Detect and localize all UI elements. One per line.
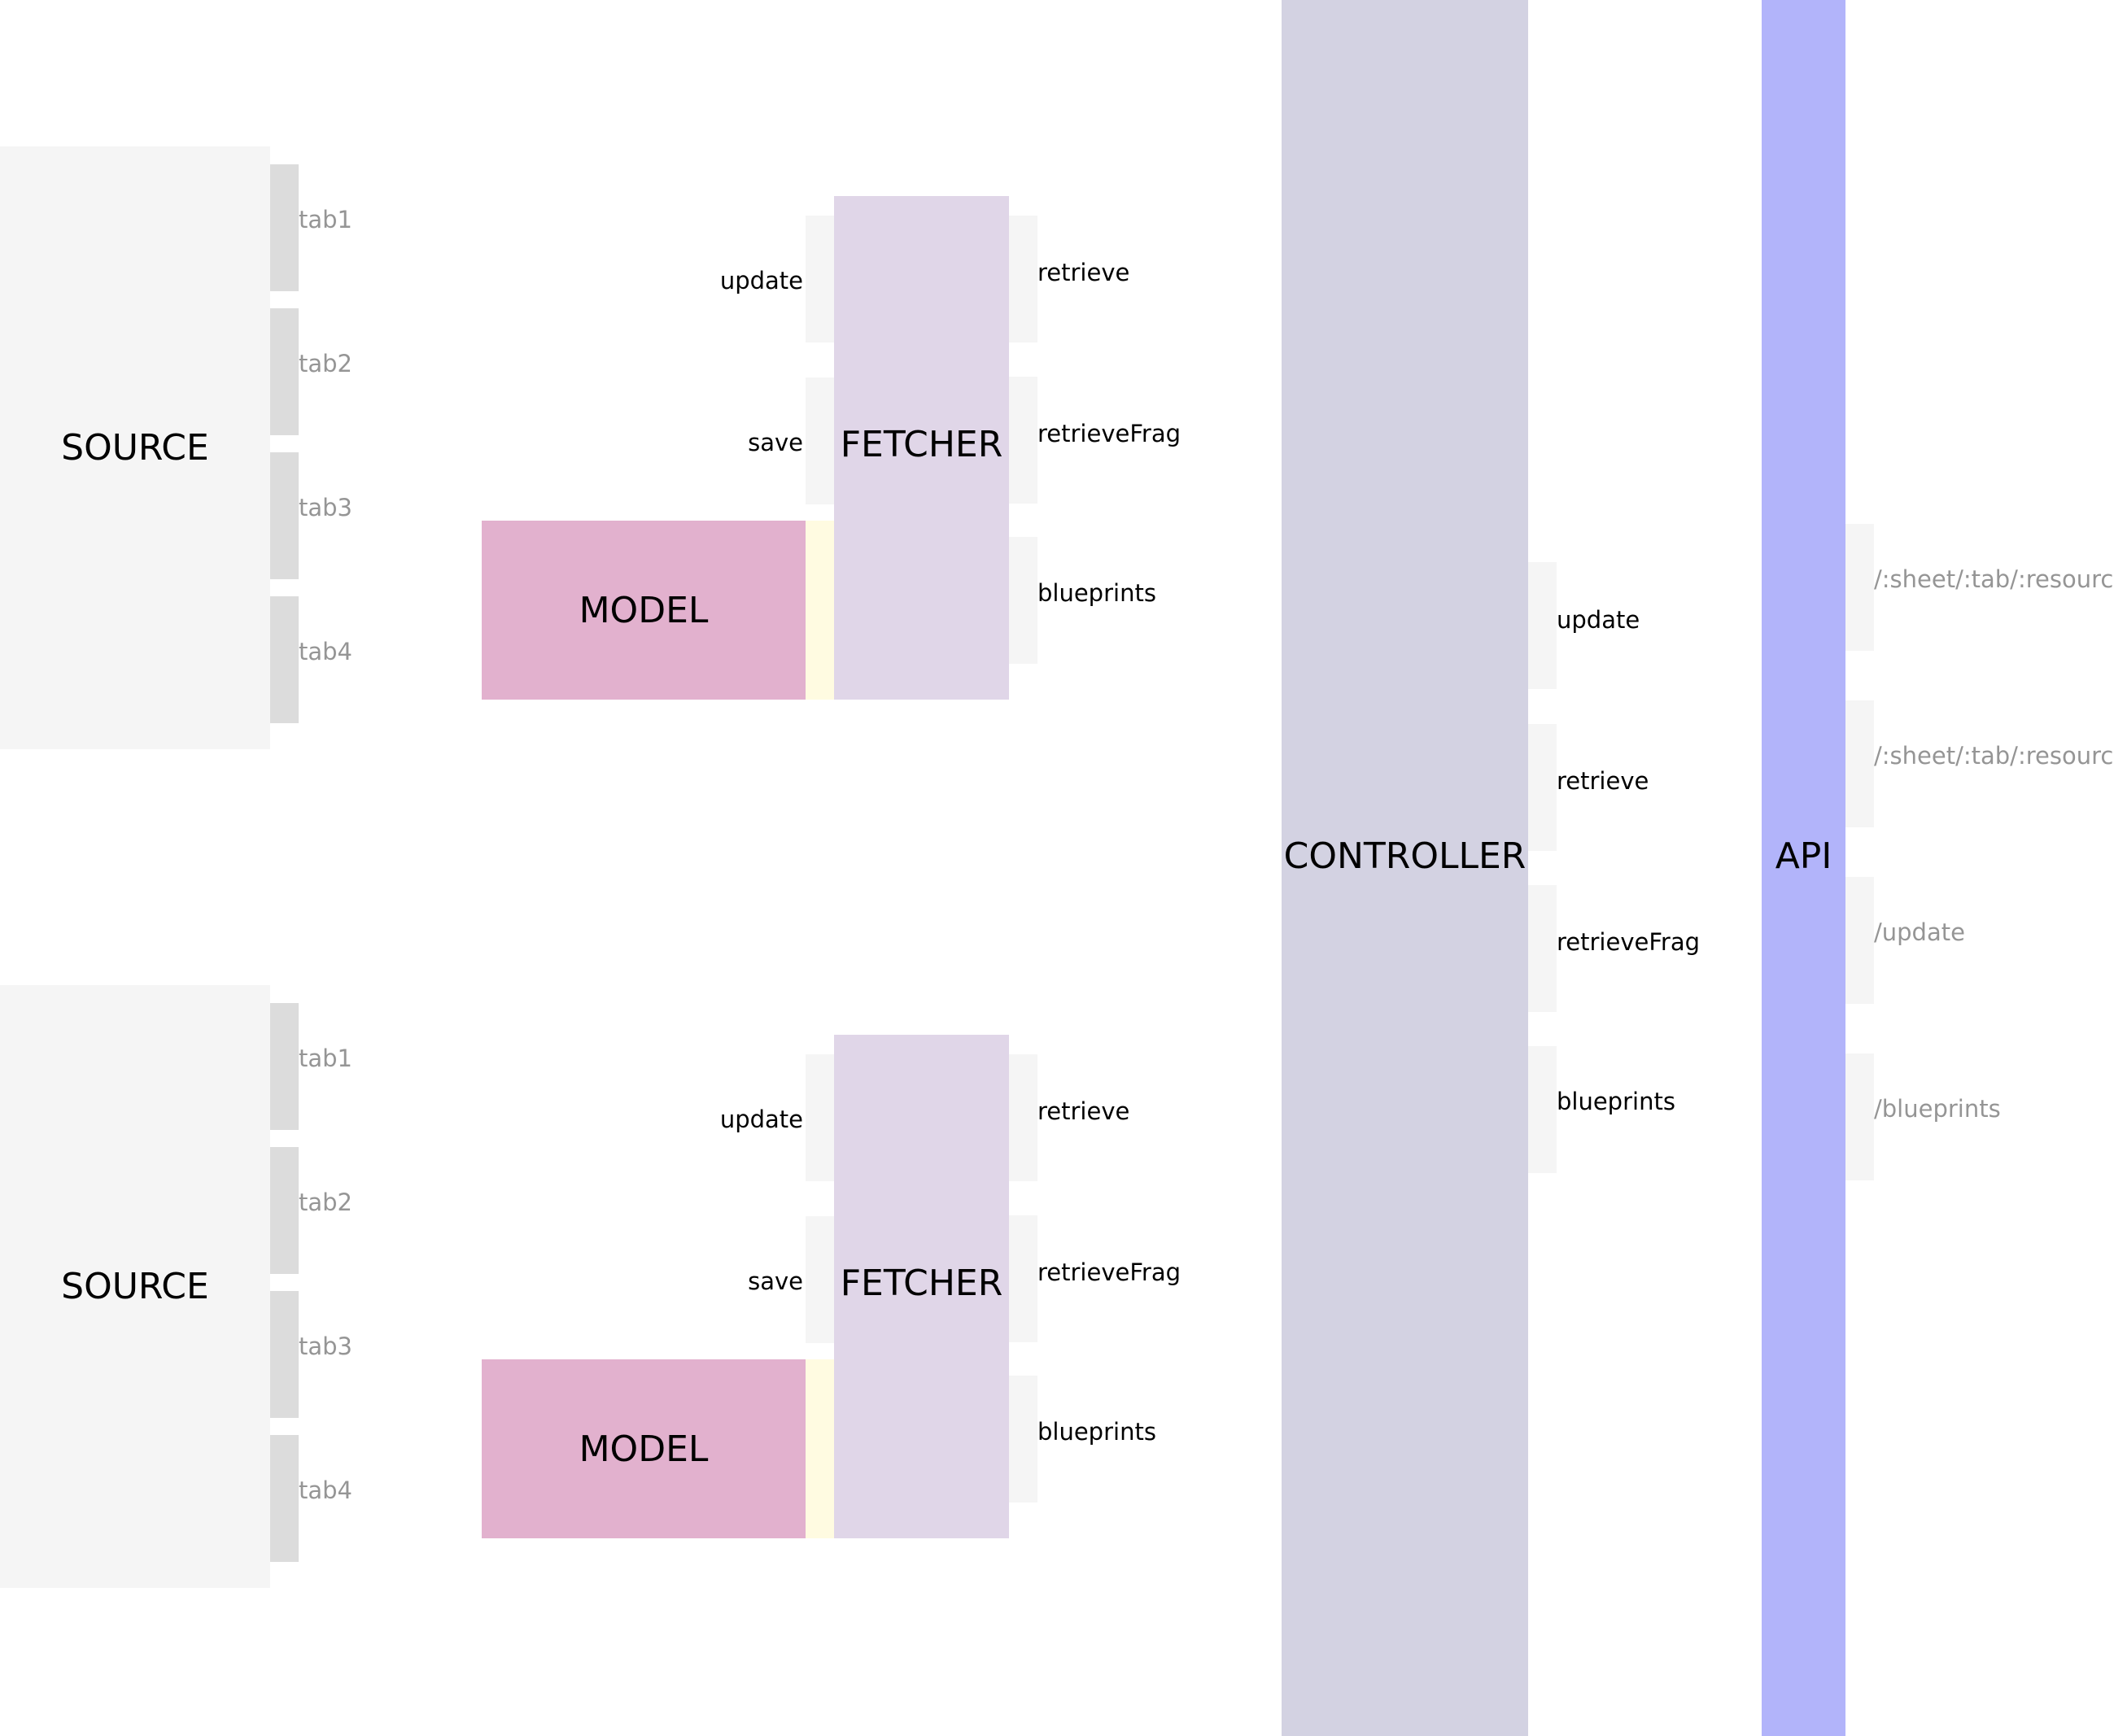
controller-output-label: update bbox=[1557, 606, 1640, 634]
fetcher-output-port bbox=[1009, 1215, 1037, 1342]
fetcher-output-port bbox=[1009, 377, 1037, 504]
tab-port bbox=[270, 1147, 299, 1274]
fetcher-output-port bbox=[1009, 537, 1037, 664]
fetcher-output-label: retrieveFrag bbox=[1037, 420, 1181, 447]
tab-port bbox=[270, 308, 299, 435]
fetcher-input-port bbox=[806, 1054, 834, 1181]
model-connector bbox=[806, 521, 834, 700]
tab-port bbox=[270, 452, 299, 579]
api-route-label: /:sheet/:tab/:resource bbox=[1874, 742, 2114, 770]
model-label: MODEL bbox=[579, 1428, 709, 1470]
model-label: MODEL bbox=[579, 589, 709, 631]
api-route-port bbox=[1845, 700, 1874, 827]
model-box: MODEL bbox=[482, 521, 806, 700]
controller-label: CONTROLLER bbox=[1283, 835, 1527, 877]
tab-port bbox=[270, 164, 299, 291]
api-box: API bbox=[1762, 0, 1845, 1736]
tab-port bbox=[270, 1003, 299, 1130]
fetcher-output-label: blueprints bbox=[1037, 579, 1156, 607]
tab-label: tab2 bbox=[299, 350, 353, 377]
tab-label: tab3 bbox=[299, 1333, 353, 1360]
tab-port bbox=[270, 1435, 299, 1562]
fetcher-input-label: save bbox=[748, 429, 803, 456]
fetcher-input-port bbox=[806, 1216, 834, 1343]
fetcher-input-label: save bbox=[748, 1267, 803, 1295]
api-route-port bbox=[1845, 877, 1874, 1004]
fetcher-output-label: retrieve bbox=[1037, 1097, 1130, 1125]
controller-output-label: retrieveFrag bbox=[1557, 928, 1700, 956]
fetcher-input-port bbox=[806, 377, 834, 504]
controller-output-port bbox=[1528, 1046, 1557, 1173]
tab-label: tab1 bbox=[299, 1045, 353, 1072]
fetcher-output-port bbox=[1009, 1054, 1037, 1181]
fetcher-output-label: retrieve bbox=[1037, 259, 1130, 286]
controller-output-port bbox=[1528, 724, 1557, 851]
source-box: SOURCE bbox=[0, 985, 270, 1588]
api-route-port bbox=[1845, 524, 1874, 651]
api-label: API bbox=[1775, 835, 1832, 877]
controller-output-port bbox=[1528, 562, 1557, 689]
api-route-port bbox=[1845, 1053, 1874, 1180]
model-box: MODEL bbox=[482, 1359, 806, 1538]
api-route-label: /:sheet/:tab/:resource/:id bbox=[1874, 565, 2114, 593]
fetcher-label: FETCHER bbox=[840, 424, 1003, 465]
controller-output-port bbox=[1528, 885, 1557, 1012]
controller-output-label: retrieve bbox=[1557, 767, 1649, 795]
source-box: SOURCE bbox=[0, 146, 270, 749]
tab-label: tab4 bbox=[299, 638, 353, 665]
api-route-label: /blueprints bbox=[1874, 1095, 2001, 1123]
fetcher-output-port bbox=[1009, 1376, 1037, 1503]
fetcher-output-label: retrieveFrag bbox=[1037, 1258, 1181, 1286]
tab-port bbox=[270, 596, 299, 723]
source-label: SOURCE bbox=[61, 427, 209, 469]
tab-label: tab2 bbox=[299, 1189, 353, 1216]
fetcher-output-label: blueprints bbox=[1037, 1418, 1156, 1446]
api-route-label: /update bbox=[1874, 918, 1965, 946]
controller-output-label: blueprints bbox=[1557, 1088, 1675, 1115]
fetcher-input-label: update bbox=[719, 1106, 803, 1133]
tab-label: tab4 bbox=[299, 1476, 353, 1504]
fetcher-box: FETCHER bbox=[834, 196, 1009, 700]
model-connector bbox=[806, 1359, 834, 1538]
fetcher-input-label: update bbox=[719, 267, 803, 294]
tab-label: tab1 bbox=[299, 206, 353, 233]
fetcher-output-port bbox=[1009, 216, 1037, 342]
fetcher-label: FETCHER bbox=[840, 1263, 1003, 1304]
controller-box: CONTROLLER bbox=[1282, 0, 1528, 1736]
tab-label: tab3 bbox=[299, 494, 353, 521]
fetcher-box: FETCHER bbox=[834, 1035, 1009, 1538]
fetcher-input-port bbox=[806, 216, 834, 342]
tab-port bbox=[270, 1291, 299, 1418]
source-label: SOURCE bbox=[61, 1266, 209, 1307]
